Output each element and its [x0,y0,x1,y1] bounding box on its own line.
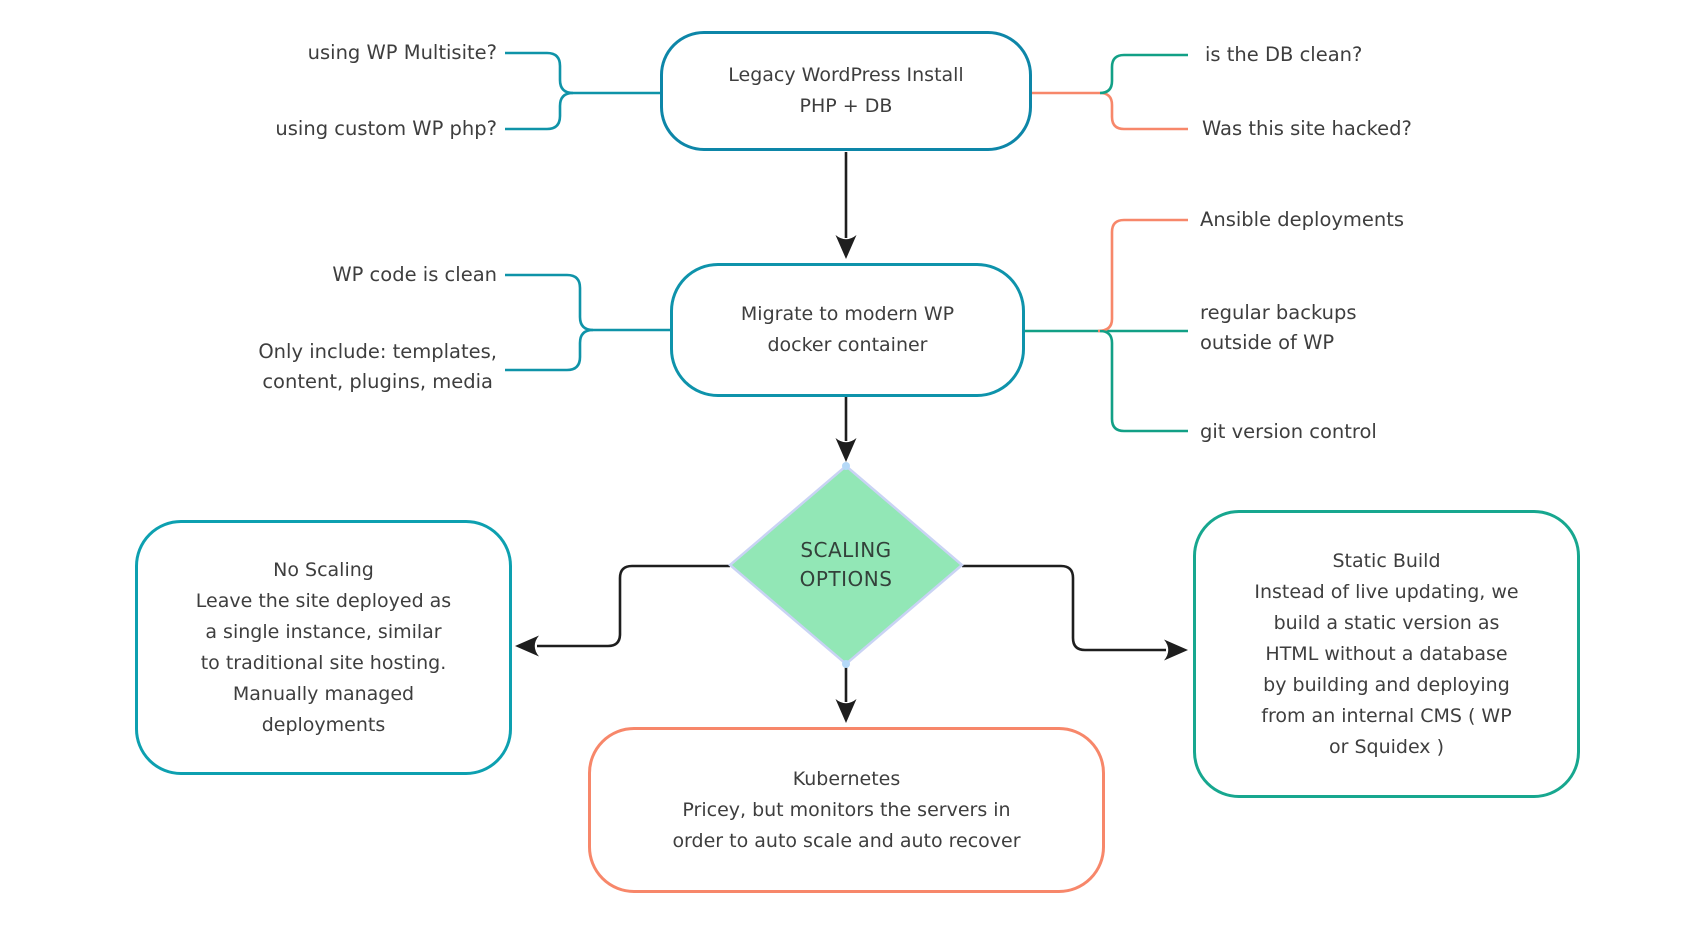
node-legacy-wordpress[interactable]: Legacy WordPress Install PHP + DB [660,31,1032,151]
branch-migrate-ansible [1097,218,1188,333]
arrowhead-right-icon [1164,639,1188,661]
connection-dot-icon [842,462,850,470]
connection-dot-icon [842,660,850,668]
node-scaling-options-text: SCALING OPTIONS [799,538,893,591]
node-kubernetes-text: Kubernetes Pricey, but monitors the serv… [672,767,1021,852]
bracket-legacy-left-bottom [505,91,574,131]
label-is-db-clean[interactable]: is the DB clean? [1205,43,1363,66]
label-using-wp-multisite[interactable]: using WP Multisite? [307,41,497,64]
node-migrate-docker[interactable]: Migrate to modern WP docker container [670,263,1025,397]
node-legacy-text: Legacy WordPress Install PHP + DB [728,64,964,117]
node-no-scaling[interactable]: No Scaling Leave the site deployed as a … [135,520,512,775]
arrowhead-down-icon [835,699,857,723]
label-git-version-control[interactable]: git version control [1200,420,1377,443]
label-ansible-deployments[interactable]: Ansible deployments [1200,208,1405,231]
arrowhead-down-icon [835,235,857,259]
node-no-scaling-text: No Scaling Leave the site deployed as a … [195,558,452,736]
branch-migrate-git [1099,329,1188,433]
arrowhead-down-icon [835,438,857,462]
bracket-legacy-left-top [505,51,660,95]
node-static-build[interactable]: Static Build Instead of live updating, w… [1193,510,1580,798]
arrowhead-left-icon [515,635,539,657]
node-migrate-text: Migrate to modern WP docker container [740,303,955,356]
label-was-site-hacked[interactable]: Was this site hacked? [1202,117,1412,140]
node-kubernetes[interactable]: Kubernetes Pricey, but monitors the serv… [588,727,1105,893]
bracket-migrate-left-bottom [505,328,594,372]
label-using-custom-wp-php[interactable]: using custom WP php? [275,117,497,140]
connector-diamond-to-noscaling [537,564,730,648]
label-wp-code-clean[interactable]: WP code is clean [332,263,497,286]
bracket-migrate-left-top [505,273,670,332]
label-only-include[interactable]: Only include: templates, content, plugin… [258,340,497,393]
connector-diamond-to-static [962,564,1166,652]
branch-legacy-dbclean [1099,53,1188,95]
label-regular-backups[interactable]: regular backups outside of WP [1200,301,1357,354]
node-static-build-text: Static Build Instead of live updating, w… [1254,549,1519,758]
branch-legacy-hacked [1032,91,1188,131]
